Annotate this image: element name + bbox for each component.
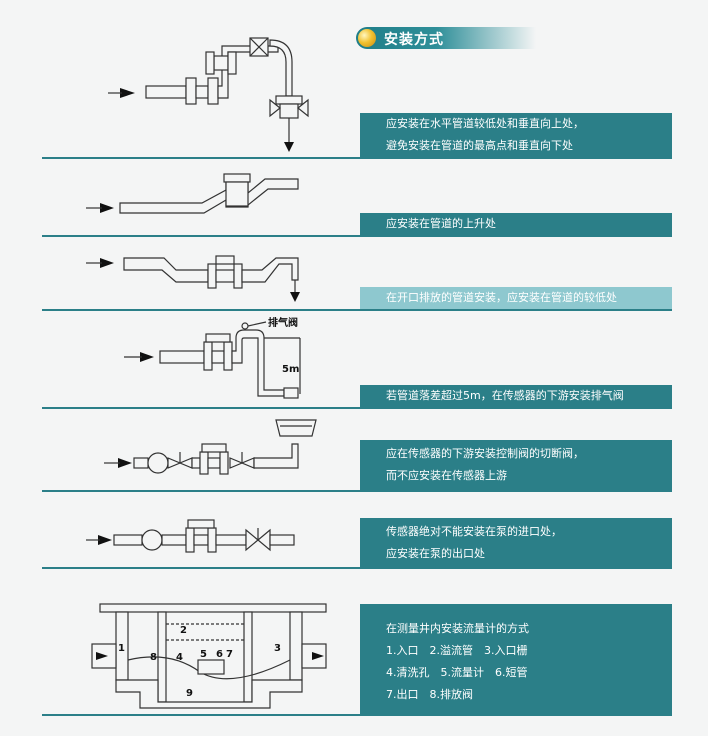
flow-arrow-icon [100, 258, 114, 268]
row-divider [42, 567, 672, 569]
pump-icon [141, 529, 163, 551]
flow-arrow-icon [312, 652, 324, 660]
well-label-8: 8 [150, 652, 157, 663]
info-text: 7.出口 8.排放阀 [386, 688, 473, 701]
diagram-row3 [86, 255, 300, 302]
info-box-row1: 应安装在水平管道较低处和垂直向上处， 避免安装在管道的最高点和垂直向下处 [360, 113, 672, 157]
row-divider [42, 309, 672, 311]
flow-arrow-icon [98, 535, 112, 545]
info-text: 若管道落差超过5m，在传感器的下游安装排气阀 [386, 389, 624, 402]
air-valve-label: 排气阀 [268, 316, 298, 329]
diagram-row2 [86, 173, 299, 214]
tank-icon [275, 419, 317, 437]
bullet-orb-icon [358, 29, 376, 47]
diagram-row6 [86, 519, 295, 553]
info-box-row5: 应在传感器的下游安装控制阀的切断阀， 而不应安装在传感器上游 [360, 440, 672, 490]
info-box-row7: 在测量井内安装流量计的方式 1.入口 2.溢流管 3.入口栅 4.清洗孔 5.流… [360, 604, 672, 714]
info-text: 4.清洗孔 5.流量计 6.短管 [386, 666, 528, 679]
info-box-row3: 在开口排放的管道安装，应安装在管道的较低处 [360, 287, 672, 309]
row-divider [42, 714, 672, 716]
diagram-row5 [104, 419, 317, 475]
well-label-2: 2 [180, 625, 187, 636]
section-title: 安装方式 [384, 32, 444, 48]
flow-down-arrow-icon [290, 292, 300, 302]
row-divider [42, 235, 672, 237]
info-text: 传感器绝对不能安装在泵的进口处， [386, 525, 562, 538]
well-label-1: 1 [118, 643, 125, 654]
info-text: 在测量井内安装流量计的方式 [386, 622, 529, 635]
flow-arrow-icon [118, 458, 132, 468]
info-text: 而不应安装在传感器上游 [386, 469, 507, 482]
info-text: 在开口排放的管道安装，应安装在管道的较低处 [386, 291, 617, 304]
well-label-4: 4 [176, 652, 183, 663]
diagram-row4: 排气阀 5m [124, 316, 301, 399]
well-label-3: 3 [274, 643, 281, 654]
flow-arrow-icon [100, 203, 114, 213]
info-text: 避免安装在管道的最高点和垂直向下处 [386, 139, 573, 152]
info-text: 应在传感器的下游安装控制阀的切断阀， [386, 447, 584, 460]
info-text: 1.入口 2.溢流管 3.入口栅 [386, 644, 528, 657]
info-box-row6: 传感器绝对不能安装在泵的进口处， 应安装在泵的出口处 [360, 518, 672, 567]
flow-arrow-icon [120, 88, 135, 98]
section-header: 安装方式 [356, 27, 536, 49]
row-divider [42, 157, 672, 159]
air-valve-icon [241, 322, 249, 330]
well-label-5: 5 [200, 649, 207, 660]
info-text: 应安装在泵的出口处 [386, 547, 485, 560]
row-divider [42, 407, 672, 409]
info-box-row2: 应安装在管道的上升处 [360, 213, 672, 235]
height-label: 5m [282, 364, 299, 375]
well-label-9: 9 [186, 688, 193, 699]
diagram-row7-well: 1 2 3 4 5 6 7 8 9 [91, 603, 327, 709]
flow-arrow-icon [140, 352, 154, 362]
flow-arrow-icon [96, 652, 108, 660]
info-text: 应安装在水平管道较低处和垂直向上处， [386, 117, 584, 130]
row-divider [42, 490, 672, 492]
diagram-row1 [108, 37, 309, 152]
well-label-6: 6 [216, 649, 223, 660]
info-text: 应安装在管道的上升处 [386, 217, 496, 230]
flow-down-arrow-icon [284, 142, 294, 152]
pump-icon [147, 452, 169, 474]
info-box-row4: 若管道落差超过5m，在传感器的下游安装排气阀 [360, 385, 672, 407]
well-label-7: 7 [226, 649, 233, 660]
